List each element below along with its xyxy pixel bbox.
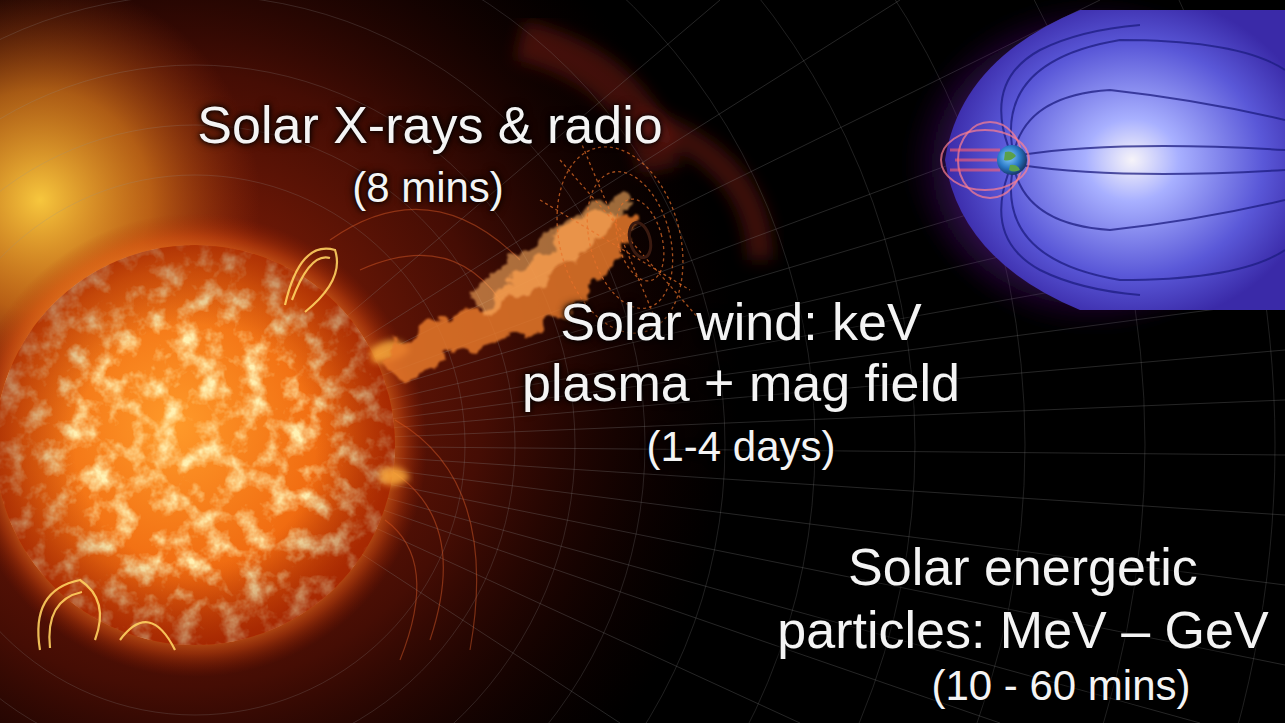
caption-label: Solar wind: keV plasma + mag field bbox=[506, 292, 976, 414]
caption-label: Solar energetic particles: MeV – GeV bbox=[768, 536, 1278, 662]
caption-label: (10 - 60 mins) bbox=[901, 661, 1221, 711]
caption-label: Solar X-rays & radio bbox=[150, 94, 710, 156]
caption-label: (1-4 days) bbox=[601, 422, 881, 472]
caption-label: (8 mins) bbox=[318, 163, 538, 213]
